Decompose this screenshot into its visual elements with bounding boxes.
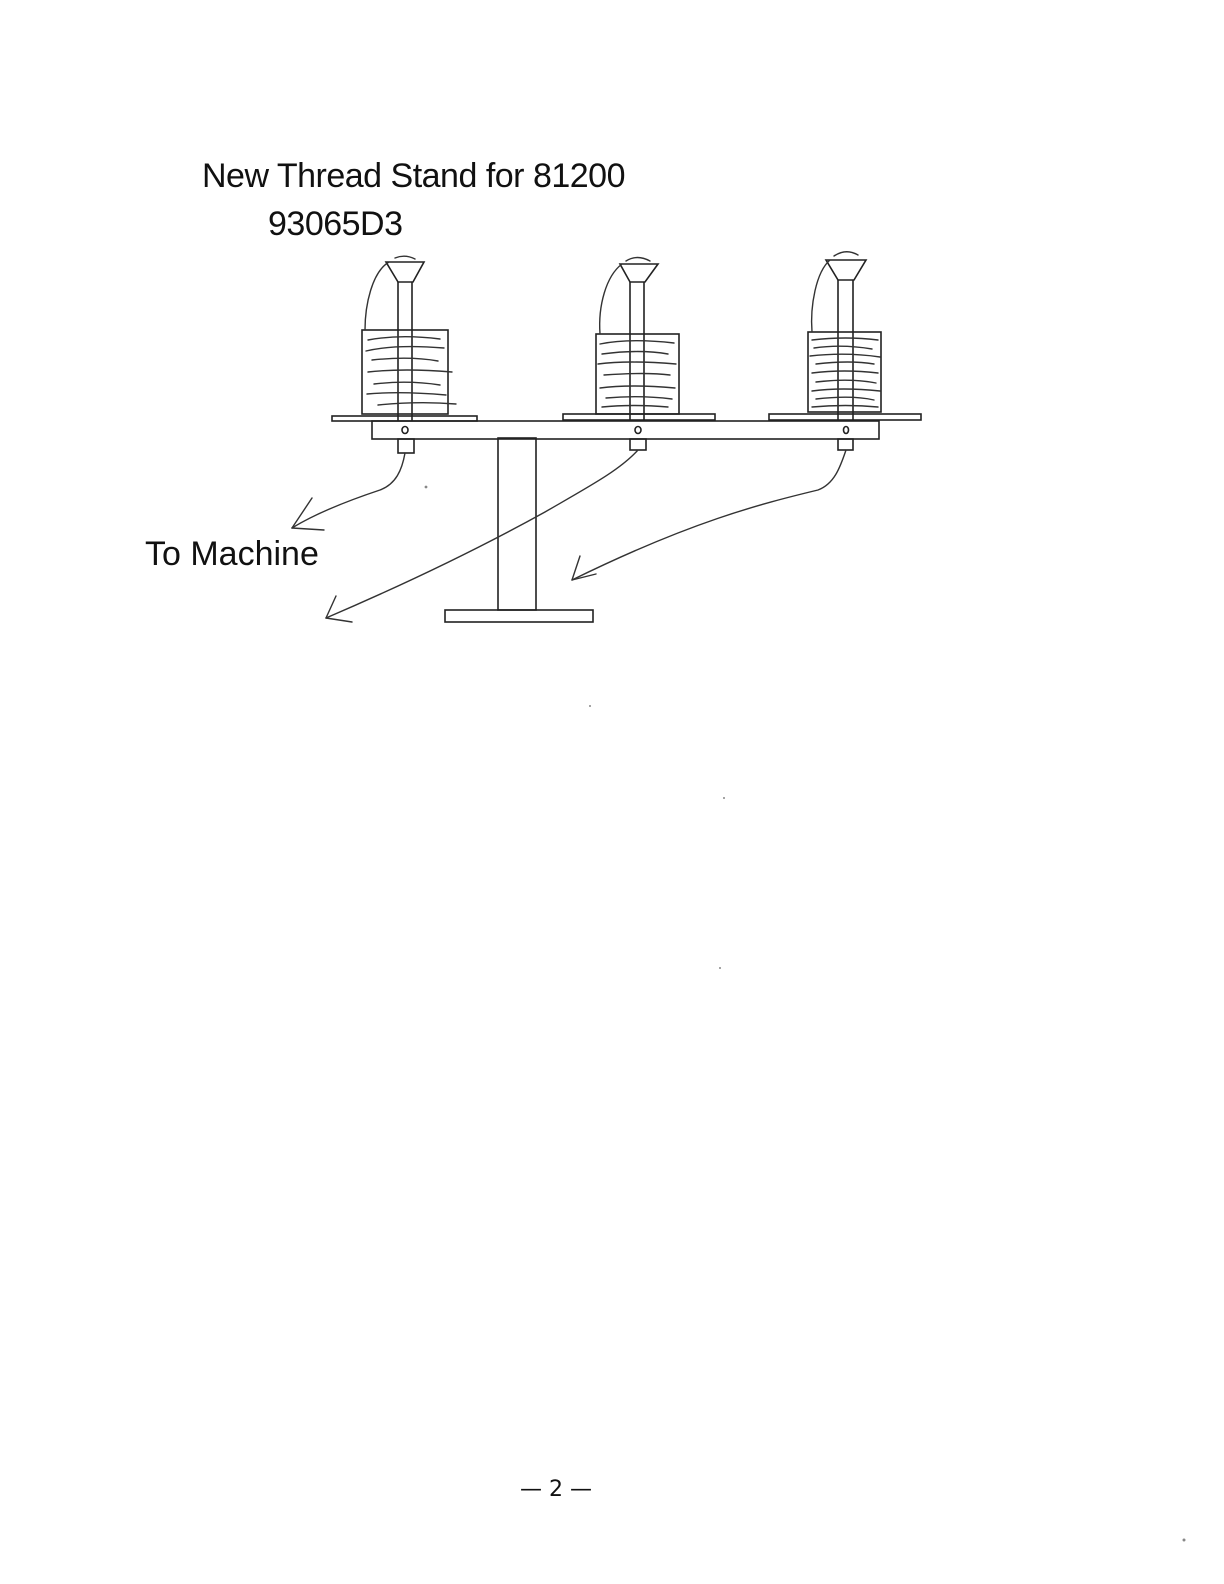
spool-right	[808, 252, 881, 420]
bolt-hole-right	[844, 427, 849, 434]
bolt-hole-middle	[635, 427, 641, 434]
stand-column	[498, 438, 536, 610]
stand-base-plate	[445, 610, 593, 622]
cross-bar	[372, 421, 879, 439]
thread-arrow-left	[292, 453, 405, 530]
spool-plate-right	[769, 414, 921, 420]
thread-guide-right	[838, 439, 853, 450]
thread-guide-middle	[630, 439, 646, 450]
thread-arrow-right	[572, 450, 846, 580]
bolt-hole-left	[402, 427, 408, 434]
spool-middle	[596, 258, 679, 421]
thread-guide-left	[398, 439, 414, 453]
spool-plate-middle	[563, 414, 715, 420]
spool-plate-left	[332, 416, 477, 421]
thread-arrow-middle	[326, 450, 638, 622]
spool-left	[362, 256, 456, 421]
